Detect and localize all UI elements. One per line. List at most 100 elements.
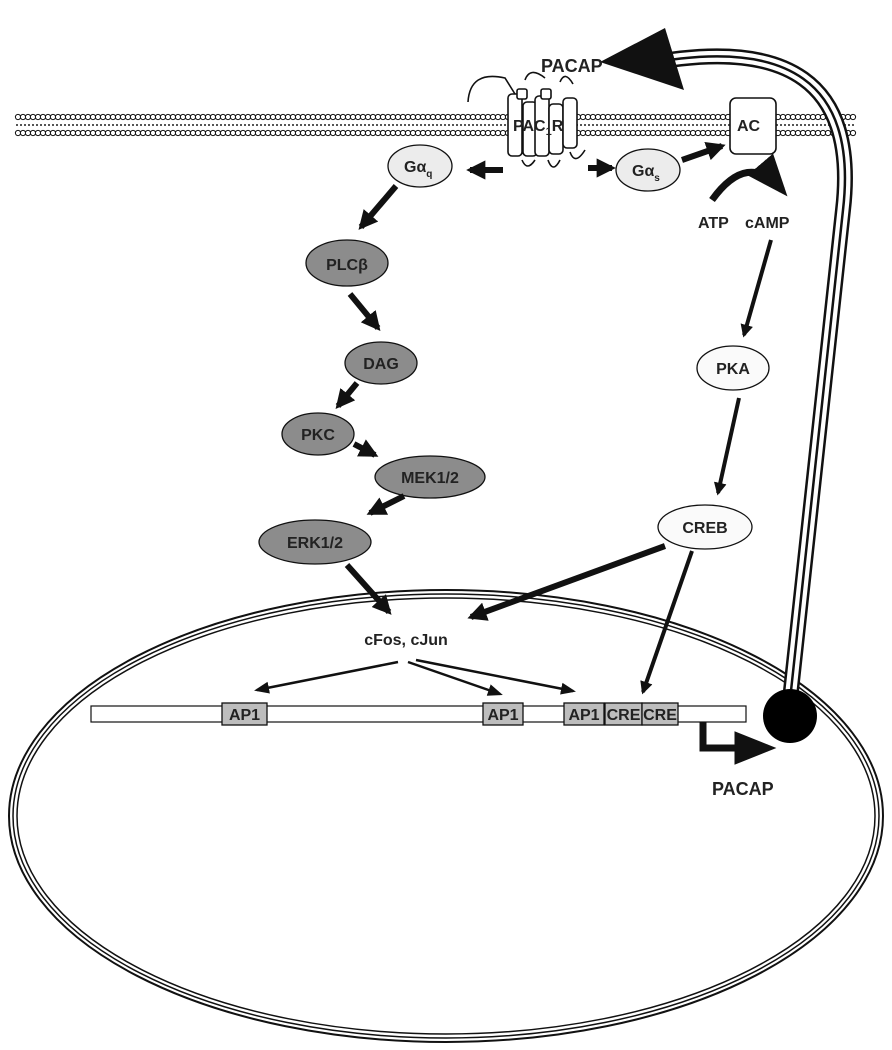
lipid-head <box>699 129 707 137</box>
arrow-camp-pka <box>740 239 773 338</box>
lipid-head <box>329 113 337 121</box>
lipid-head <box>709 113 717 121</box>
arrow-gq-plc <box>358 184 399 230</box>
lipid-head <box>169 113 177 121</box>
lipid-head <box>474 113 482 121</box>
creb-label: CREB <box>682 520 727 537</box>
lipid-head <box>154 129 162 137</box>
lipid-head <box>374 113 382 121</box>
lipid-head <box>599 129 607 137</box>
lipid-head <box>259 129 267 137</box>
lipid-head <box>599 113 607 121</box>
lipid-head <box>849 129 857 137</box>
atp-camp-curve <box>709 153 788 203</box>
lipid-head <box>79 113 87 121</box>
lipid-head <box>614 113 622 121</box>
arrow-creb-cfos <box>467 543 667 621</box>
lipid-head <box>124 113 132 121</box>
lipid-head <box>124 129 132 137</box>
lipid-head <box>29 129 37 137</box>
lipid-head <box>659 129 667 137</box>
lipid-head <box>674 129 682 137</box>
lipid-head <box>264 129 272 137</box>
lipid-head <box>309 129 317 137</box>
lipid-head <box>294 129 302 137</box>
arrow-erk-cfos <box>344 563 392 615</box>
lipid-head <box>484 113 492 121</box>
lipid-head <box>379 129 387 137</box>
lipid-head <box>784 113 792 121</box>
lipid-head <box>189 113 197 121</box>
lipid-head <box>104 113 112 121</box>
lipid-head <box>314 129 322 137</box>
lipid-head <box>674 113 682 121</box>
cre-label-1: CRE <box>607 707 641 724</box>
lipid-head <box>499 129 507 137</box>
lipid-head <box>709 129 717 137</box>
lipid-head <box>404 113 412 121</box>
lipid-head <box>149 129 157 137</box>
lipid-head <box>579 113 587 121</box>
lipid-head <box>824 129 832 137</box>
lipid-head <box>634 129 642 137</box>
lipid-head <box>349 113 357 121</box>
lipid-head <box>374 129 382 137</box>
lipid-head <box>849 113 857 121</box>
ap1-box-1 <box>221 702 268 726</box>
lipid-head <box>109 129 117 137</box>
lipid-head <box>224 113 232 121</box>
lipid-head <box>654 129 662 137</box>
lipid-head <box>329 129 337 137</box>
lipid-head <box>244 113 252 121</box>
arrow-mek-erk <box>366 493 406 516</box>
g-alpha-q-label: Gαq <box>404 159 432 180</box>
lipid-head <box>249 129 257 137</box>
lipid-head <box>424 129 432 137</box>
lipid-head <box>799 113 807 121</box>
lipid-head <box>219 113 227 121</box>
lipid-head <box>679 129 687 137</box>
lipid-head <box>159 129 167 137</box>
ligand-label-top: PACAP <box>541 56 603 76</box>
lipid-head <box>139 113 147 121</box>
lipid-head <box>99 129 107 137</box>
lipid-head <box>64 113 72 121</box>
lipid-head <box>444 113 452 121</box>
lipid-head <box>229 113 237 121</box>
lipid-head <box>234 113 242 121</box>
lipid-head <box>269 113 277 121</box>
pac1-receptor <box>467 71 586 168</box>
lipid-head <box>644 113 652 121</box>
lipid-head <box>669 129 677 137</box>
arrow-cfos-ap1-right <box>415 658 576 695</box>
lipid-head <box>279 129 287 137</box>
lipid-head <box>134 129 142 137</box>
lipid-head <box>14 113 22 121</box>
lipid-head <box>19 113 27 121</box>
cfos-cjun-label: cFos, cJun <box>364 632 448 649</box>
lipid-head <box>809 129 817 137</box>
lipid-head <box>184 113 192 121</box>
lipid-head <box>794 113 802 121</box>
lipid-head <box>254 129 262 137</box>
arrow-creb-cre <box>640 550 694 695</box>
lipid-head <box>684 129 692 137</box>
lipid-head <box>69 129 77 137</box>
lipid-head <box>239 129 247 137</box>
lipid-head <box>409 129 417 137</box>
lipid-head <box>179 113 187 121</box>
lipid-head <box>174 113 182 121</box>
lipid-head <box>479 113 487 121</box>
lipid-head <box>649 129 657 137</box>
lipid-head <box>284 129 292 137</box>
lipid-head <box>369 129 377 137</box>
lipid-head <box>419 113 427 121</box>
lipid-head <box>324 129 332 137</box>
lipid-head <box>439 129 447 137</box>
lipid-head <box>619 113 627 121</box>
lipid-head <box>79 129 87 137</box>
lipid-head <box>274 129 282 137</box>
lipid-head <box>579 129 587 137</box>
lipid-head <box>304 129 312 137</box>
g-alpha-s-node <box>615 148 681 192</box>
